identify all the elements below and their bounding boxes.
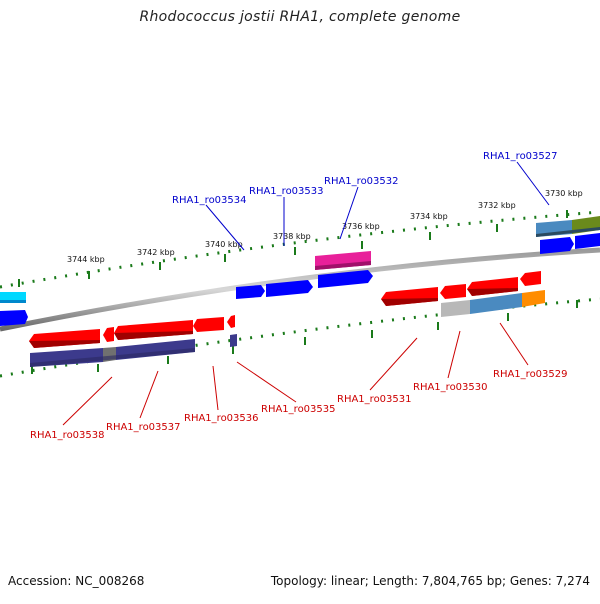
ruler-labels: 3744 kbp 3742 kbp 3740 kbp 3738 kbp 3736…: [67, 189, 583, 264]
ruler-label: 3730 kbp: [545, 189, 583, 198]
genome-summary-text: Topology: linear; Length: 7,804,765 bp; …: [270, 574, 590, 588]
reverse-gene-labels: RHA1_ro03538 RHA1_ro03537 RHA1_ro03536 R…: [30, 369, 568, 441]
gene-label[interactable]: RHA1_ro03529: [493, 369, 568, 380]
gene-feature-shade: [536, 227, 600, 237]
forward-ruler-ticks: [18, 210, 568, 287]
domain-feature[interactable]: [470, 293, 522, 314]
gene-feature-shade: [315, 261, 371, 270]
gene-feature[interactable]: [0, 310, 28, 326]
forward-genes-row1: [0, 216, 600, 303]
ruler-label: 3742 kbp: [137, 248, 175, 257]
domain-feature-shade: [30, 348, 195, 367]
reverse-ruler-ticks: [31, 300, 578, 374]
ruler-label: 3738 kbp: [273, 232, 311, 241]
gene-feature[interactable]: [266, 280, 313, 297]
gene-feature-shade: [0, 300, 26, 303]
gene-feature[interactable]: [520, 271, 541, 286]
forward-genes-row2: [0, 233, 600, 326]
gene-feature[interactable]: [575, 233, 600, 249]
gene-label[interactable]: RHA1_ro03531: [337, 394, 412, 405]
ruler-label: 3732 kbp: [478, 201, 516, 210]
gene-feature[interactable]: [440, 284, 466, 299]
gene-feature[interactable]: [0, 292, 26, 302]
gene-feature-shade: [29, 340, 100, 348]
ruler-label: 3744 kbp: [67, 255, 105, 264]
gene-label[interactable]: RHA1_ro03533: [249, 186, 324, 197]
ruler-label: 3734 kbp: [410, 212, 448, 221]
gene-label[interactable]: RHA1_ro03537: [106, 422, 181, 433]
gene-feature[interactable]: [318, 270, 373, 288]
reverse-domains-row: [30, 290, 545, 367]
gene-feature[interactable]: [236, 285, 265, 299]
gene-feature-shade: [467, 288, 518, 296]
gene-label[interactable]: RHA1_ro03527: [483, 151, 558, 162]
gene-label[interactable]: RHA1_ro03532: [324, 176, 399, 187]
reverse-callouts: [62, 322, 529, 426]
gene-feature[interactable]: [193, 317, 224, 332]
gene-label[interactable]: RHA1_ro03535: [261, 404, 336, 415]
page-title: Rhodococcus jostii RHA1, complete genome: [139, 9, 461, 25]
gene-feature-shade: [381, 298, 438, 306]
ruler-label: 3736 kbp: [342, 222, 380, 231]
forward-gene-labels: RHA1_ro03534 RHA1_ro03533 RHA1_ro03532 R…: [172, 151, 558, 206]
gene-feature[interactable]: [227, 315, 235, 328]
accession-text: Accession: NC_008268: [8, 574, 145, 588]
genome-axis: [0, 247, 600, 332]
domain-feature[interactable]: [230, 334, 237, 347]
gene-feature[interactable]: [540, 237, 574, 254]
gene-feature-shade: [114, 331, 193, 340]
gene-label[interactable]: RHA1_ro03538: [30, 430, 105, 441]
gene-label[interactable]: RHA1_ro03534: [172, 195, 247, 206]
gene-feature[interactable]: [103, 327, 114, 342]
gene-label[interactable]: RHA1_ro03530: [413, 382, 488, 393]
forward-callouts: [205, 161, 550, 251]
ruler-label: 3740 kbp: [205, 240, 243, 249]
domain-feature[interactable]: [441, 300, 470, 317]
reverse-genes-row1: [29, 271, 541, 348]
gene-label[interactable]: RHA1_ro03536: [184, 413, 259, 424]
domain-feature[interactable]: [522, 290, 545, 307]
